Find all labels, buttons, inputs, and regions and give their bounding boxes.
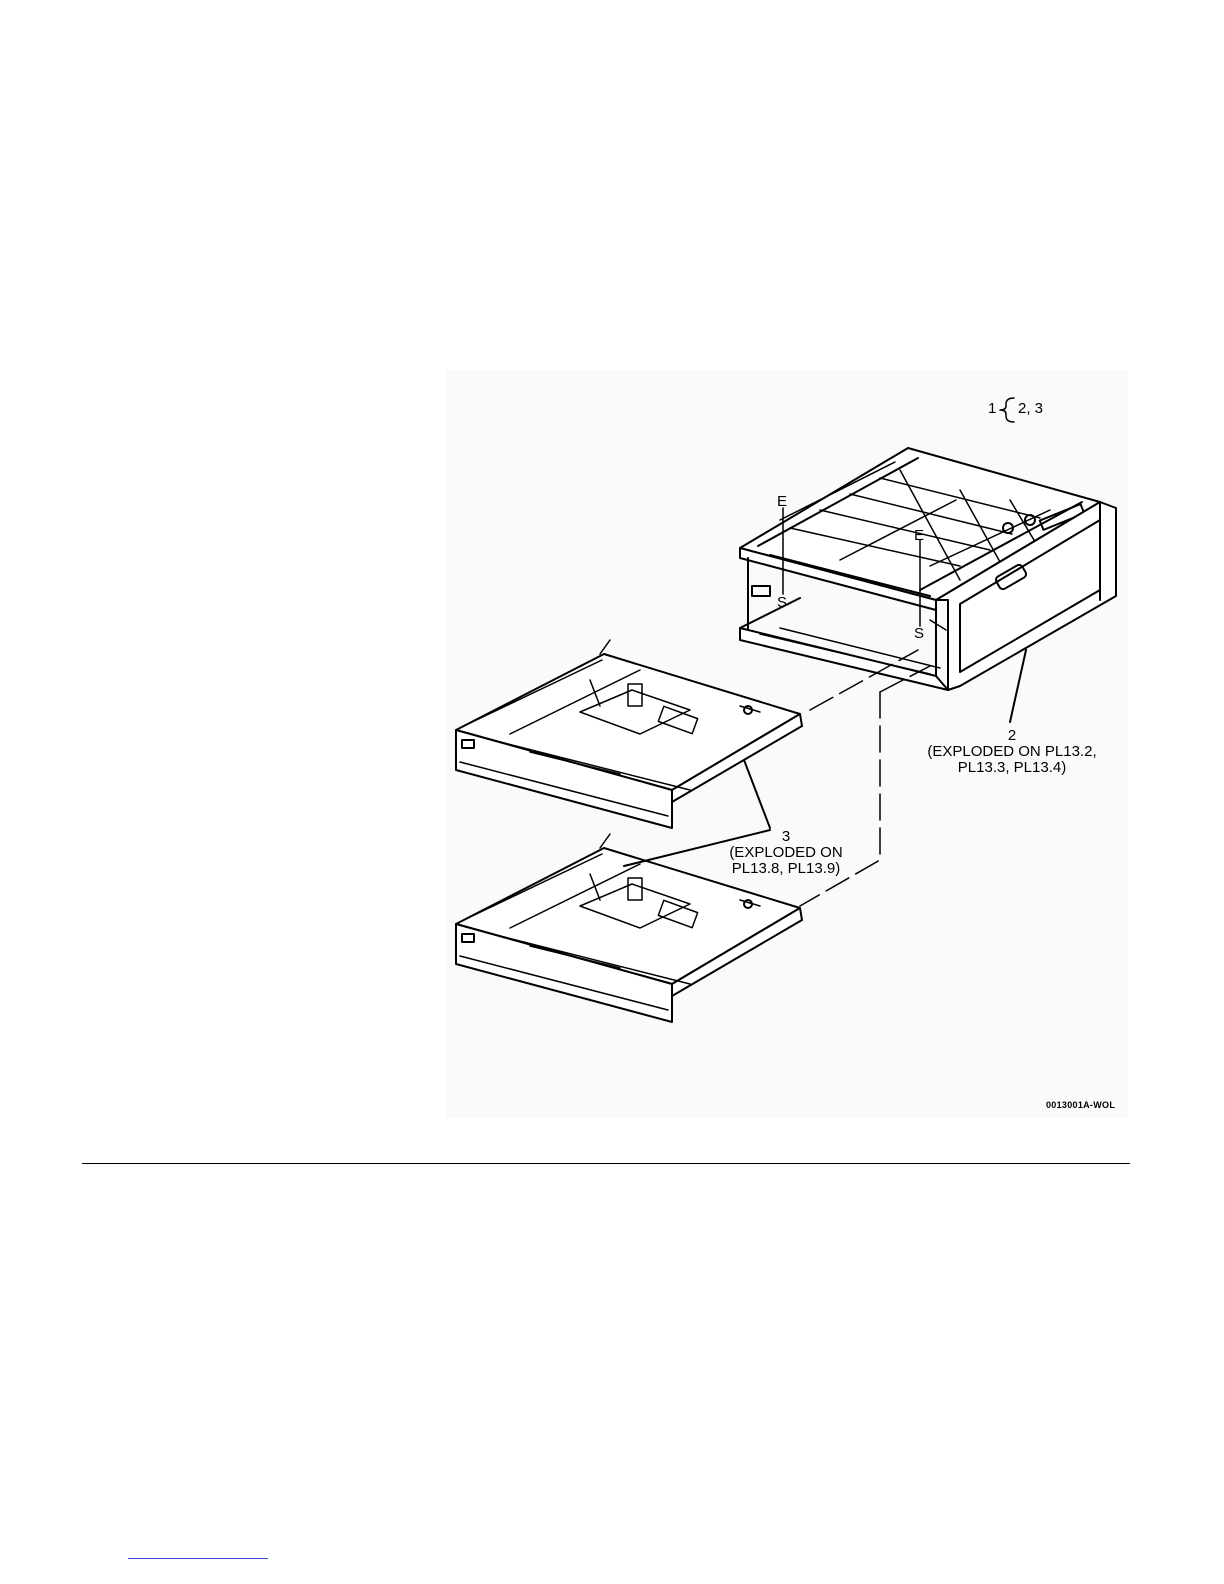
callout-3-line1: (EXPLODED ON [706,845,866,861]
callout-2: 2 (EXPLODED ON PL13.2, PL13.3, PL13.4) [912,728,1112,776]
figure-id: 0013001A-WOL [1046,1100,1115,1110]
feeder-housing [740,448,1116,690]
label-e-left: E [777,494,787,510]
label-s-right: S [914,626,924,642]
callout-3: 3 (EXPLODED ON PL13.8, PL13.9) [706,829,866,877]
callout-1-children: 2, 3 [1018,401,1043,417]
paper-tray-upper [456,640,802,828]
callout-2-line1: (EXPLODED ON PL13.2, [912,744,1112,760]
assembly-brace [1000,398,1014,422]
callout-3-number: 3 [706,829,866,845]
callout-2-line2: PL13.3, PL13.4) [912,760,1112,776]
label-e-right: E [914,528,924,544]
callout-1-number: 1 [988,401,996,417]
footer-link-underline[interactable] [128,1558,268,1559]
horizontal-rule [82,1163,1130,1164]
callout-2-number: 2 [912,728,1112,744]
label-s-left: S [777,595,787,611]
callout-3-line2: PL13.8, PL13.9) [706,861,866,877]
